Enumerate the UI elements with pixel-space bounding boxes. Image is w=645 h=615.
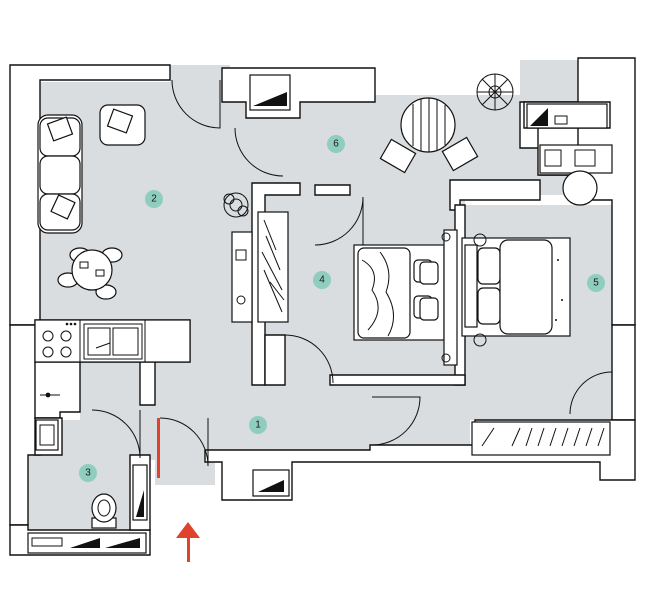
room-badge: 6 xyxy=(327,135,345,153)
boiler-icon xyxy=(40,392,60,398)
room-number: 4 xyxy=(319,275,325,286)
room-number: 3 xyxy=(85,468,91,479)
room-badge: 3 xyxy=(79,464,97,482)
room-number: 5 xyxy=(593,278,599,289)
armchair-icon xyxy=(99,104,146,146)
shelf-icon xyxy=(132,464,148,521)
bed-icon xyxy=(353,229,458,366)
sink-icon xyxy=(35,419,59,451)
room-number: 1 xyxy=(255,420,261,431)
shelf-icon xyxy=(539,144,613,206)
windows xyxy=(27,74,608,554)
room-badge: 5 xyxy=(587,274,605,292)
sink-icon xyxy=(83,323,143,360)
entrance-door xyxy=(157,418,160,478)
wardrobe-icon xyxy=(257,211,289,323)
sofa-icon xyxy=(37,114,83,234)
room-badge: 4 xyxy=(313,271,331,289)
shelf-icon xyxy=(231,231,253,323)
room-number: 6 xyxy=(333,139,339,150)
plant-icon xyxy=(476,73,514,111)
toilet-icon xyxy=(91,493,117,529)
dining-table-icon xyxy=(57,247,123,300)
window-icon xyxy=(526,103,608,129)
window-icon xyxy=(27,532,147,554)
doors xyxy=(91,79,613,478)
room-number: 2 xyxy=(151,194,157,205)
entrance-arrow-icon xyxy=(176,522,200,562)
stove-icon xyxy=(42,322,77,358)
bed-icon xyxy=(461,233,571,347)
room-badge: 2 xyxy=(145,190,163,208)
wardrobe-icon xyxy=(471,421,611,456)
window-icon xyxy=(252,469,290,497)
room-badge: 1 xyxy=(249,416,267,434)
dining-table-icon xyxy=(379,97,479,174)
window-icon xyxy=(249,74,291,111)
plant-icon xyxy=(223,192,249,218)
